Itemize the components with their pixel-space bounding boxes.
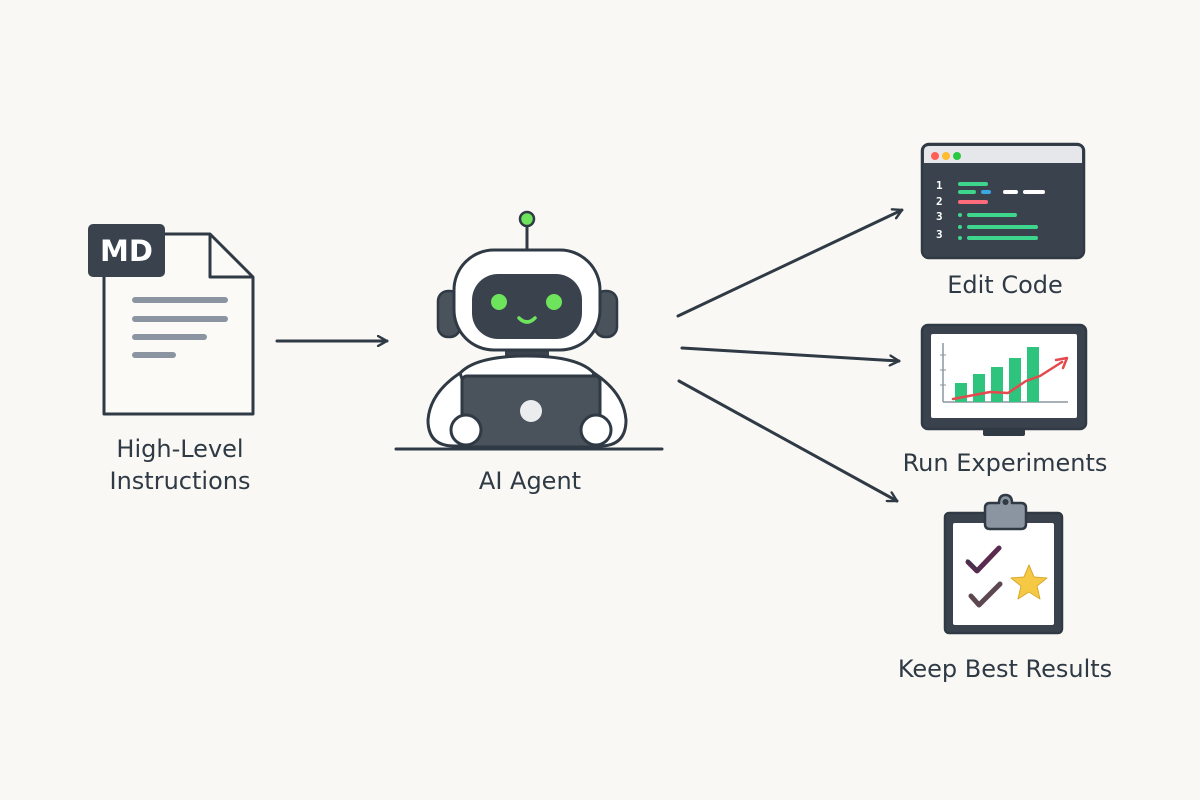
robot-agent-icon [394, 210, 664, 451]
laptop-logo [520, 400, 542, 422]
code-line [958, 236, 962, 240]
clipboard-clip [983, 493, 1028, 531]
keep-best-results-label: Keep Best Results [897, 655, 1113, 683]
md-badge-text: MD [100, 234, 153, 268]
code-editor-icon: 1 2 3 3 [920, 142, 1086, 260]
chart-bar [1027, 347, 1039, 402]
clipboard-icon [943, 493, 1064, 635]
code-line [981, 190, 991, 194]
code-line [1023, 190, 1045, 194]
line-number: 1 [936, 179, 943, 192]
text-line [132, 334, 207, 340]
code-line [967, 213, 1017, 217]
window-minimize-dot [942, 152, 950, 160]
antenna-light [518, 210, 536, 228]
code-line [958, 225, 962, 229]
line-number: 2 [936, 195, 943, 208]
editor-titlebar [924, 146, 1082, 163]
left-eye [491, 294, 507, 310]
code-line [958, 190, 976, 194]
code-line [967, 236, 1038, 240]
window-close-dot [931, 152, 939, 160]
check-icon [968, 581, 1003, 608]
line-number: 3 [936, 228, 943, 241]
trend-line [951, 360, 1064, 401]
chart-bar [1009, 358, 1021, 402]
robot-smile [517, 316, 537, 324]
arrow-to-keep-best-results [677, 379, 899, 503]
experiment-chart-monitor-icon [920, 323, 1088, 436]
trend-arrowhead [1054, 356, 1069, 370]
code-line [967, 225, 1038, 229]
run-experiments-label: Run Experiments [902, 449, 1108, 477]
text-line [132, 352, 176, 358]
edit-code-label: Edit Code [947, 271, 1063, 299]
code-line [958, 200, 988, 204]
agent-label: AI Agent [478, 467, 582, 495]
markdown-document-icon: MD [88, 224, 255, 416]
editor-window [920, 142, 1086, 260]
label-line: High- [116, 435, 181, 463]
right-eye [546, 294, 562, 310]
left-hand [449, 413, 483, 447]
window-maximize-dot [953, 152, 961, 160]
robot-visor [472, 274, 582, 339]
line-number: 3 [936, 210, 943, 223]
chart-bar [991, 367, 1003, 402]
monitor-screen [931, 334, 1077, 418]
text-line [132, 316, 228, 322]
arrow-to-edit-code [676, 210, 904, 318]
code-line [1003, 190, 1018, 194]
label-line: Instructions [109, 467, 251, 495]
clipboard-paper [953, 523, 1054, 625]
chart-bar [973, 374, 985, 402]
md-badge [88, 224, 165, 277]
label-line: Level [180, 435, 244, 463]
arrow-to-run-experiments [680, 346, 901, 361]
check-icon [965, 545, 1002, 574]
code-line [958, 182, 988, 186]
right-hand [579, 413, 613, 447]
code-line [958, 213, 962, 217]
text-line [132, 297, 228, 303]
monitor-stand [983, 429, 1025, 436]
star-icon [1010, 564, 1048, 600]
